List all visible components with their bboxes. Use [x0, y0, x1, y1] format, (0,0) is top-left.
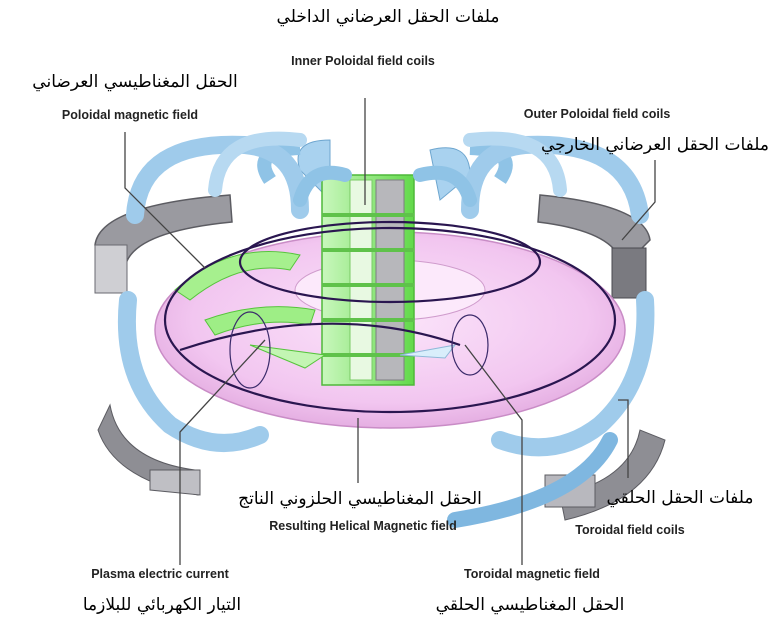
inner-poloidal-label-ar: ملفات الحقل العرضاني الداخلي	[277, 7, 500, 27]
outer-poloidal-label-en: Outer Poloidal field coils	[524, 107, 671, 121]
poloidal-field-label-en: Poloidal magnetic field	[62, 108, 198, 122]
toroidal-field-label-ar: الحقل المغناطيسي الحلقي	[436, 595, 625, 615]
toroidal-coils-label-ar: ملفات الحقل الحلقي	[607, 488, 754, 508]
poloidal-field-label-ar: الحقل المغناطيسي العرضاني	[32, 72, 237, 92]
central-solenoid	[322, 175, 414, 385]
plasma-current-label-en: Plasma electric current	[91, 567, 229, 581]
helical-field-label-en: Resulting Helical Magnetic field	[269, 519, 457, 533]
toroidal-coils-label-en: Toroidal field coils	[575, 523, 685, 537]
plasma-current-label-ar: التيار الكهربائي للبلازما	[83, 595, 241, 615]
outer-poloidal-label-ar: ملفات الحقل العرضاني الخارجي	[541, 135, 769, 155]
inner-poloidal-label-en: Inner Poloidal field coils	[291, 54, 435, 68]
helical-field-label-ar: الحقل المغناطيسي الحلزوني الناتج	[238, 489, 482, 509]
toroidal-field-label-en: Toroidal magnetic field	[464, 567, 600, 581]
